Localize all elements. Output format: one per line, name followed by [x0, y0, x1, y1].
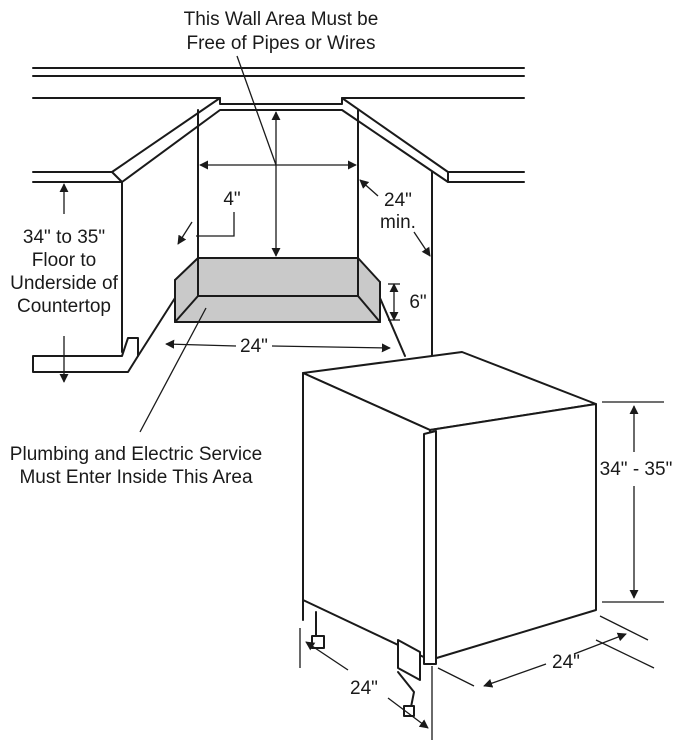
labels: This Wall Area Must be Free of Pipes or … — [10, 9, 673, 699]
dishwasher — [302, 351, 597, 717]
dishwasher-dimensions — [299, 401, 664, 740]
opening-width-label: 24" — [240, 336, 268, 357]
height-label: 34" - 35" — [600, 459, 673, 480]
floor-label-line4: Countertop — [17, 296, 111, 317]
opening-depth-min-label: min. — [380, 212, 416, 233]
dw-width-label: 24" — [552, 652, 580, 673]
floor-label-line1: 34" to 35" — [23, 227, 105, 248]
service-label-line1: Plumbing and Electric Service — [10, 444, 262, 465]
cabinet-walls — [32, 109, 433, 373]
wall-area-label-line1: This Wall Area Must be — [184, 9, 379, 30]
opening-depth-label: 24" — [384, 190, 412, 211]
opening-dimensions — [59, 55, 431, 433]
wall-area-label-line2: Free of Pipes or Wires — [187, 33, 376, 54]
four-inch-label: 4" — [223, 189, 240, 210]
countertop — [32, 67, 525, 183]
service-label-line2: Must Enter Inside This Area — [19, 467, 252, 488]
floor-label-line3: Underside of — [10, 273, 118, 294]
floor-label-line2: Floor to — [32, 250, 96, 271]
service-area — [174, 257, 381, 323]
six-inch-label: 6" — [409, 292, 426, 313]
dw-depth-label: 24" — [350, 678, 378, 699]
